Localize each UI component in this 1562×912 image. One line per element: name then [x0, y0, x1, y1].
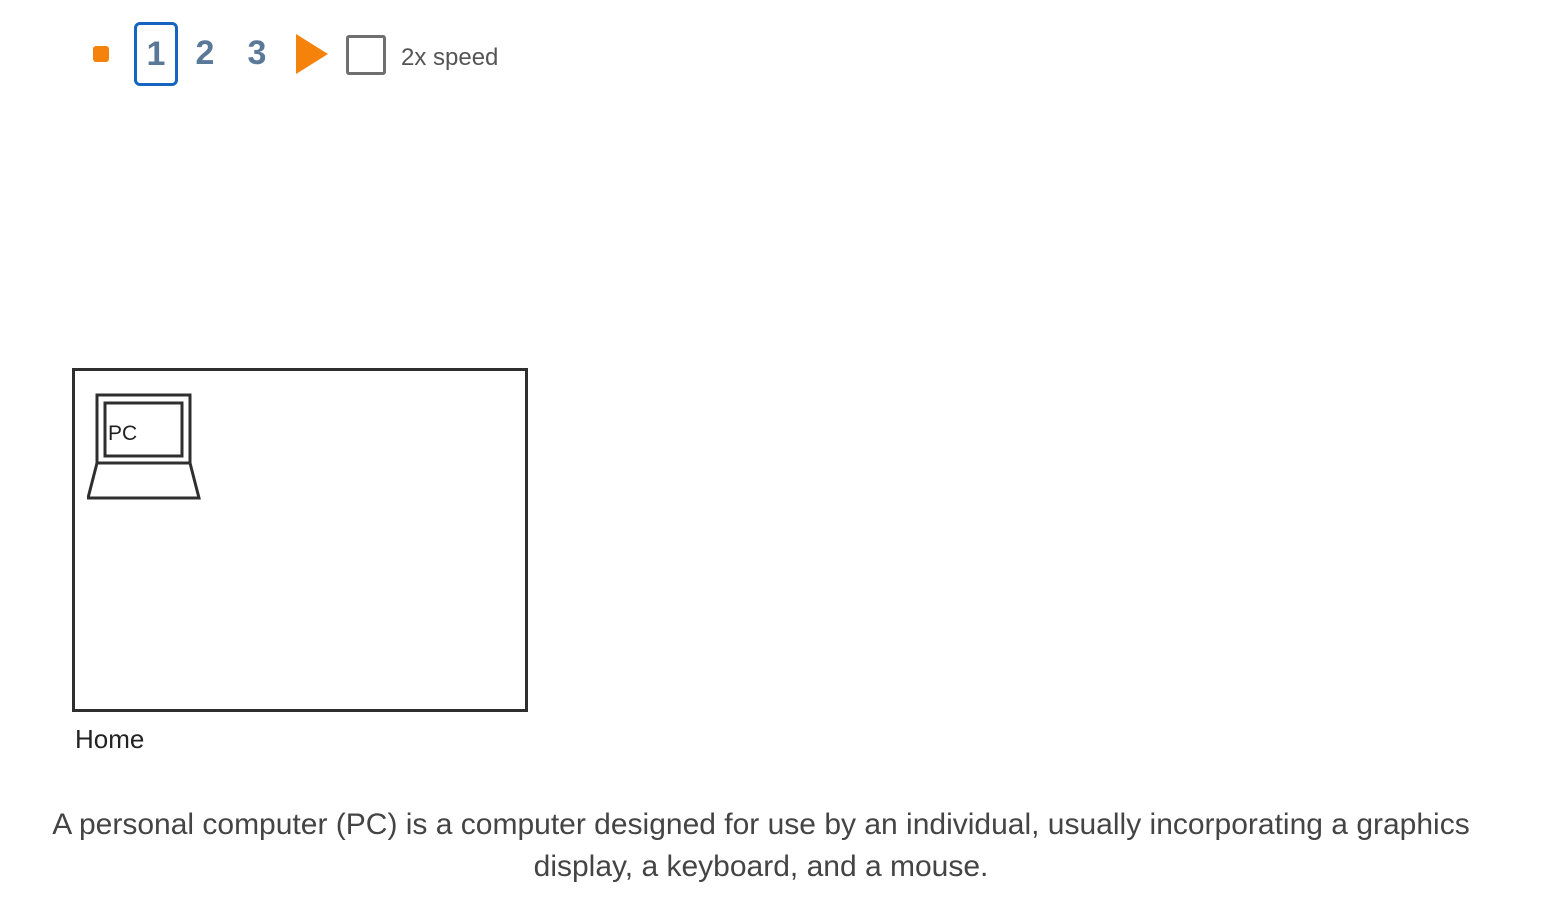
- stop-icon[interactable]: [93, 46, 109, 62]
- speed-checkbox[interactable]: [346, 35, 386, 75]
- laptop-icon: [87, 393, 201, 500]
- description-text: A personal computer (PC) is a computer d…: [52, 808, 1470, 883]
- speed-label: 2x speed: [401, 44, 499, 71]
- home-label: Home: [75, 724, 145, 754]
- home-container: [72, 368, 528, 712]
- step-1-button[interactable]: 1: [134, 22, 178, 86]
- step-3-button[interactable]: 3: [247, 34, 267, 72]
- step-2-button[interactable]: 2: [195, 34, 215, 72]
- pc-label: PC: [108, 422, 138, 445]
- play-icon[interactable]: [296, 34, 328, 74]
